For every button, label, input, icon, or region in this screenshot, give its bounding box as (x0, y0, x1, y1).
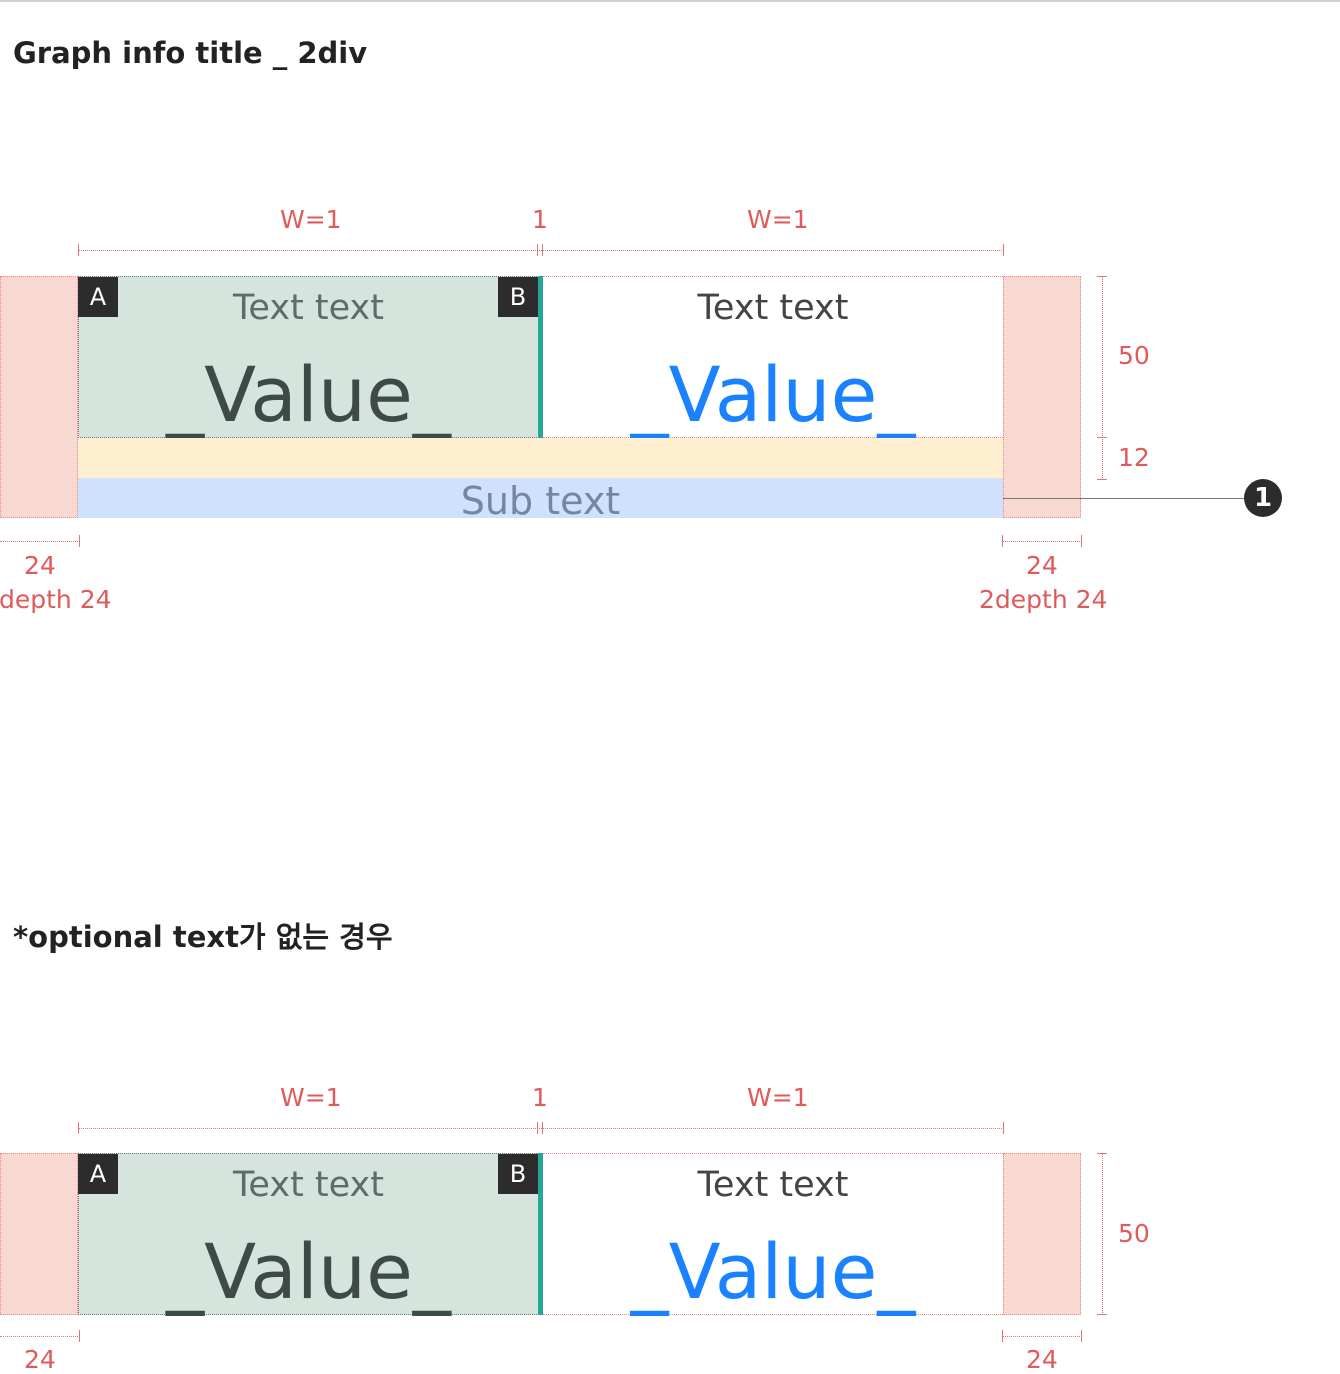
sub-text-bar (78, 478, 1003, 518)
dim-width-left: W=1 (280, 205, 342, 234)
dim-pad-left-line (0, 1336, 80, 1337)
dim-height-main: 50 (1118, 341, 1150, 370)
padding-left (0, 276, 78, 518)
cell-right-label: Text text (697, 1165, 849, 1205)
badge-a: A (78, 1154, 118, 1194)
cell-right-label: Text text (697, 288, 849, 328)
dim-tick (1003, 1122, 1004, 1134)
dim-tick (1002, 535, 1003, 547)
section-title: *optional text가 없는 경우 (13, 920, 393, 954)
dim-pad-right-depth: 2depth 24 (979, 585, 1108, 614)
info-cell-right (543, 276, 1003, 438)
callout-marker: 1 (1244, 479, 1282, 517)
dim-height-line (1102, 276, 1103, 480)
cell-divider (538, 1153, 543, 1315)
dim-width-right: W=1 (747, 205, 809, 234)
dim-tick (537, 244, 538, 256)
cell-divider (538, 276, 543, 438)
dim-width-left: W=1 (280, 1083, 342, 1112)
dim-pad-left-line (0, 541, 80, 542)
dim-tick (537, 1122, 538, 1134)
dim-tick (542, 244, 543, 256)
dim-divider: 1 (532, 205, 548, 234)
section-title: Graph info title _ 2div (13, 36, 368, 70)
dim-tick (542, 1122, 543, 1134)
dim-tick (79, 535, 80, 547)
padding-right (1003, 1153, 1081, 1315)
info-cell-left (78, 276, 539, 438)
dim-tick (1097, 1153, 1107, 1154)
dim-divider: 1 (532, 1083, 548, 1112)
dim-pad-left-depth: depth 24 (0, 585, 112, 614)
dim-height-main: 50 (1118, 1219, 1150, 1248)
dim-pad-right-line (1002, 541, 1082, 542)
dim-pad-left: 24 (24, 551, 56, 580)
badge-b: B (498, 277, 538, 317)
dim-height-gap: 12 (1118, 443, 1150, 472)
sub-text: Sub text (460, 479, 621, 523)
dim-pad-left: 24 (24, 1345, 56, 1374)
dim-pad-right: 24 (1026, 1345, 1058, 1374)
cell-left-label: Text text (233, 1165, 384, 1205)
badge-b: B (498, 1154, 538, 1194)
cell-left-value: _Value_ (166, 1227, 451, 1316)
dim-tick (1081, 535, 1082, 547)
cell-right-value: _Value_ (630, 1227, 916, 1316)
dim-tick (1097, 1314, 1107, 1315)
info-cell-left (78, 1153, 539, 1315)
dim-tick (1097, 479, 1107, 480)
dim-width-line (78, 1128, 1004, 1129)
spec-diagram-with-subtext: W=1 1 W=1 A B Text text _Value_ Text tex… (0, 0, 1340, 640)
padding-left (0, 1153, 78, 1315)
dim-tick (1097, 437, 1107, 438)
callout-line (1003, 498, 1248, 499)
padding-right (1003, 276, 1081, 518)
cell-left-label: Text text (233, 288, 384, 328)
dim-pad-right-line (1002, 1336, 1082, 1337)
dim-width-line (78, 250, 1004, 251)
dim-tick (1002, 1330, 1003, 1342)
info-cell-right (543, 1153, 1003, 1315)
dim-tick (78, 244, 79, 256)
dim-tick (78, 1122, 79, 1134)
dim-tick (79, 1330, 80, 1342)
dim-tick (1097, 276, 1107, 277)
dim-width-right: W=1 (747, 1083, 809, 1112)
spacing-gap (78, 438, 1003, 478)
cell-left-value: _Value_ (166, 350, 451, 439)
dim-pad-right: 24 (1026, 551, 1058, 580)
badge-a: A (78, 277, 118, 317)
dim-height-line (1102, 1153, 1103, 1315)
dim-tick (1003, 244, 1004, 256)
top-border (0, 0, 1340, 2)
dim-tick (1081, 1330, 1082, 1342)
cell-right-value: _Value_ (630, 350, 916, 439)
